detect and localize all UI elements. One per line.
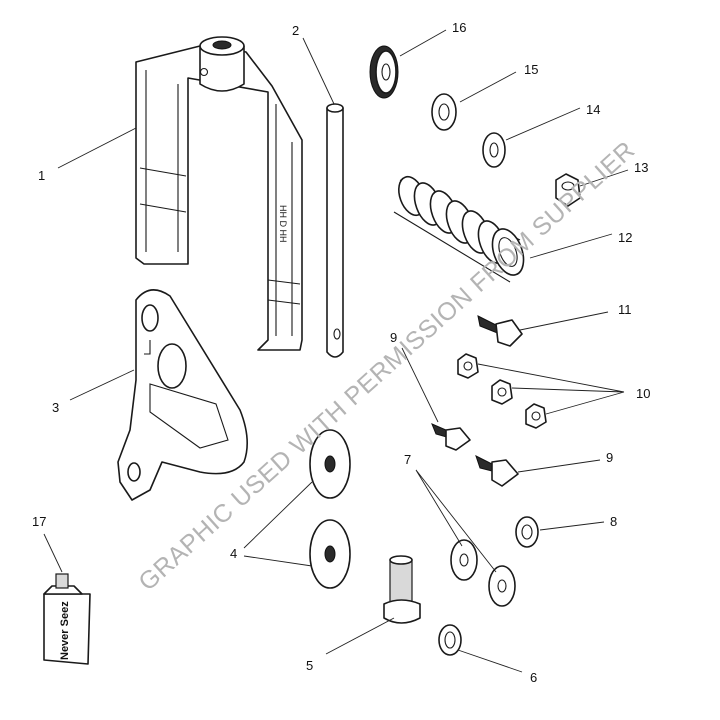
callout-15: 15 bbox=[524, 62, 538, 77]
callout-17: 17 bbox=[32, 514, 46, 529]
part-6-spacer bbox=[438, 624, 462, 656]
callout-9-lower: 9 bbox=[606, 450, 613, 465]
callout-16: 16 bbox=[452, 20, 466, 35]
part-4-washers bbox=[309, 429, 351, 589]
callout-5: 5 bbox=[306, 658, 313, 673]
callout-9-upper: 9 bbox=[390, 330, 397, 345]
leader-lines bbox=[43, 29, 629, 673]
part-9-bolt-lower bbox=[475, 455, 519, 487]
callout-labels: 1 2 3 4 5 6 7 8 9 9 10 11 12 13 14 15 16… bbox=[32, 20, 650, 685]
tube-label: Never Seez bbox=[59, 601, 71, 660]
part-15-spacer bbox=[431, 93, 457, 131]
callout-10: 10 bbox=[636, 386, 650, 401]
part-1-yoke: HH D HH bbox=[135, 36, 303, 351]
callout-6: 6 bbox=[530, 670, 537, 685]
callout-1: 1 bbox=[38, 168, 45, 183]
part-9-bolt-upper bbox=[431, 423, 471, 451]
part-7-washers bbox=[450, 539, 516, 607]
part-10-nuts bbox=[457, 353, 547, 429]
callout-12: 12 bbox=[618, 230, 632, 245]
part-17-tube: Never Seez bbox=[43, 573, 91, 665]
part-stamp: HH D HH bbox=[278, 205, 288, 243]
part-3-plate bbox=[117, 289, 248, 501]
part-11-bolt bbox=[477, 315, 523, 347]
callout-2: 2 bbox=[292, 23, 299, 38]
part-8-spacer bbox=[515, 516, 539, 548]
callout-8: 8 bbox=[610, 514, 617, 529]
part-16-seal bbox=[369, 45, 399, 99]
callout-13: 13 bbox=[634, 160, 648, 175]
callout-14: 14 bbox=[586, 102, 600, 117]
callout-11: 11 bbox=[618, 302, 632, 317]
part-12-spring bbox=[393, 175, 525, 283]
callout-3: 3 bbox=[52, 400, 59, 415]
callout-4: 4 bbox=[230, 546, 237, 561]
part-13-nut bbox=[555, 173, 581, 207]
part-14-washer bbox=[482, 132, 506, 168]
callout-7: 7 bbox=[404, 452, 411, 467]
part-5-stud bbox=[383, 555, 421, 624]
part-2-pin bbox=[326, 103, 344, 358]
